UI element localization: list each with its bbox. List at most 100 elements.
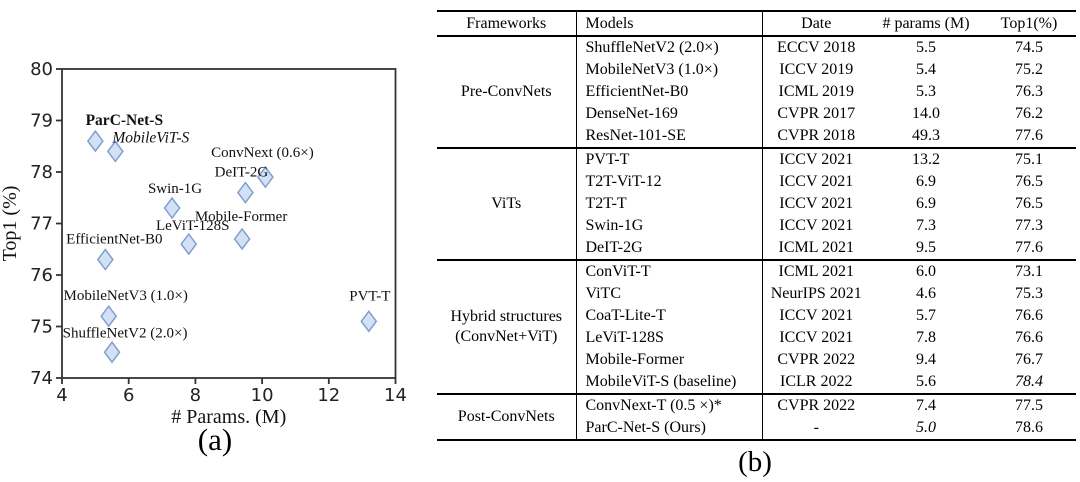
cell-date: ECCV 2018 (762, 35, 870, 59)
cell-params: 9.4 (916, 351, 936, 368)
point-label: Mobile-Former (195, 209, 287, 225)
cell-date: CVPR 2018 (777, 127, 856, 144)
cell-date: ICML 2021 (762, 259, 870, 283)
data-point-marker (103, 341, 121, 364)
cell-model: CoaT-Lite-T (576, 305, 763, 327)
cell-params: 5.5 (870, 35, 982, 59)
cell-params: 5.4 (916, 61, 936, 78)
y-tick-label: 74 (30, 368, 53, 389)
cell-top1: 78.4 (1015, 373, 1043, 390)
cell-date: CVPR 2017 (777, 105, 856, 122)
header-frameworks: Frameworks (437, 11, 577, 37)
cell-date: ICCV 2021 (779, 173, 854, 190)
x-axis-label: # Params. (M) (171, 406, 286, 428)
point-label: EfficientNet-B0 (66, 232, 162, 248)
cell-framework: Post-ConvNets (437, 393, 577, 440)
cell-params: 6.0 (870, 259, 982, 283)
cell-model: ConvNext-T (0.5 ×)* (576, 393, 763, 417)
cell-top1: 75.1 (982, 147, 1076, 171)
cell-model: ResNet-101-SE (576, 125, 763, 148)
data-point-marker (100, 304, 118, 328)
cell-top1: 78.6 (1015, 419, 1043, 436)
header-params: # params (M) (870, 11, 982, 37)
cell-framework: Pre-ConvNets (437, 35, 577, 148)
cell-model: ParC-Net-S (Ours) (576, 417, 763, 440)
cell-top1: 76.3 (1015, 83, 1043, 100)
caption-b: (b) (738, 446, 772, 478)
cell-date: ICCV 2021 (762, 147, 870, 171)
data-point-marker (106, 140, 124, 163)
cell-top1: 76.7 (1015, 351, 1043, 368)
cell-model: ShuffleNetV2 (2.0×) (576, 35, 763, 59)
table-row: Mobile-Former CVPR 2022 9.4 76.7 (437, 349, 1076, 371)
cell-date: ICCV 2021 (779, 329, 854, 346)
point-label: MobileViT-S (111, 129, 189, 146)
point-label: PVT-T (349, 288, 390, 304)
cell-params: 5.7 (916, 307, 936, 324)
cell-top1: 77.6 (1015, 239, 1043, 256)
x-tick-label: 10 (251, 385, 274, 406)
cell-params: 6.9 (916, 173, 936, 190)
caption-a: (a) (197, 422, 233, 457)
data-point-marker (233, 227, 251, 251)
cell-date: NeurIPS 2021 (770, 285, 862, 302)
cell-top1: 76.5 (1015, 195, 1043, 212)
cell-params: 49.3 (912, 127, 940, 144)
table-row: LeViT-128S ICCV 2021 7.8 76.6 (437, 327, 1076, 349)
point-label: LeViT-128S (156, 218, 230, 234)
cell-model: MobileNetV3 (1.0×) (576, 59, 763, 81)
cell-top1: 76.2 (1015, 105, 1043, 122)
cell-params: 7.8 (916, 329, 936, 346)
cell-date: CVPR 2022 (762, 393, 870, 417)
cell-date: - (813, 419, 819, 436)
y-tick-label: 75 (30, 317, 53, 338)
cell-params: 9.5 (916, 239, 936, 256)
y-tick-label: 79 (30, 111, 53, 132)
x-tick-label: 6 (123, 385, 134, 406)
cell-params: 5.3 (916, 83, 936, 100)
cell-date: ICCV 2021 (779, 217, 854, 234)
data-point-marker (86, 129, 104, 153)
cell-framework: ViTs (437, 147, 577, 260)
cell-params: 7.3 (916, 217, 936, 234)
point-label: ConvNext (0.6×) (211, 145, 314, 161)
table-panel: Frameworks Models Date # params (M) Top1… (430, 0, 1080, 482)
data-point-marker (180, 232, 198, 256)
cell-date: ICCV 2021 (779, 307, 854, 324)
point-label: DeIT-2G (215, 165, 269, 181)
y-axis-label: Top1 (%) (0, 186, 21, 262)
cell-top1: 75.3 (1015, 285, 1043, 302)
data-point-marker (256, 165, 274, 189)
point-label: ParC-Net-S (86, 112, 163, 129)
cell-model: Mobile-Former (576, 349, 763, 371)
cell-top1: 77.3 (1015, 217, 1043, 234)
header-date: Date (762, 11, 870, 37)
x-tick-label: 8 (190, 385, 201, 406)
data-point-marker (163, 196, 181, 220)
data-point-marker (360, 310, 378, 333)
cell-top1: 76.6 (1015, 329, 1043, 346)
cell-model: PVT-T (576, 147, 763, 171)
cell-model: LeViT-128S (576, 327, 763, 349)
x-tick-label: 14 (384, 385, 407, 406)
cell-top1: 77.5 (982, 393, 1076, 417)
point-label: Swin-1G (148, 181, 202, 197)
cell-date: CVPR 2022 (777, 351, 856, 368)
point-label: MobileNetV3 (1.0×) (64, 288, 188, 304)
cell-params: 5.6 (916, 373, 936, 390)
cell-params: 6.9 (916, 195, 936, 212)
cell-model: EfficientNet-B0 (576, 81, 763, 103)
cell-top1: 74.5 (982, 35, 1076, 59)
cell-top1: 77.6 (1015, 127, 1043, 144)
